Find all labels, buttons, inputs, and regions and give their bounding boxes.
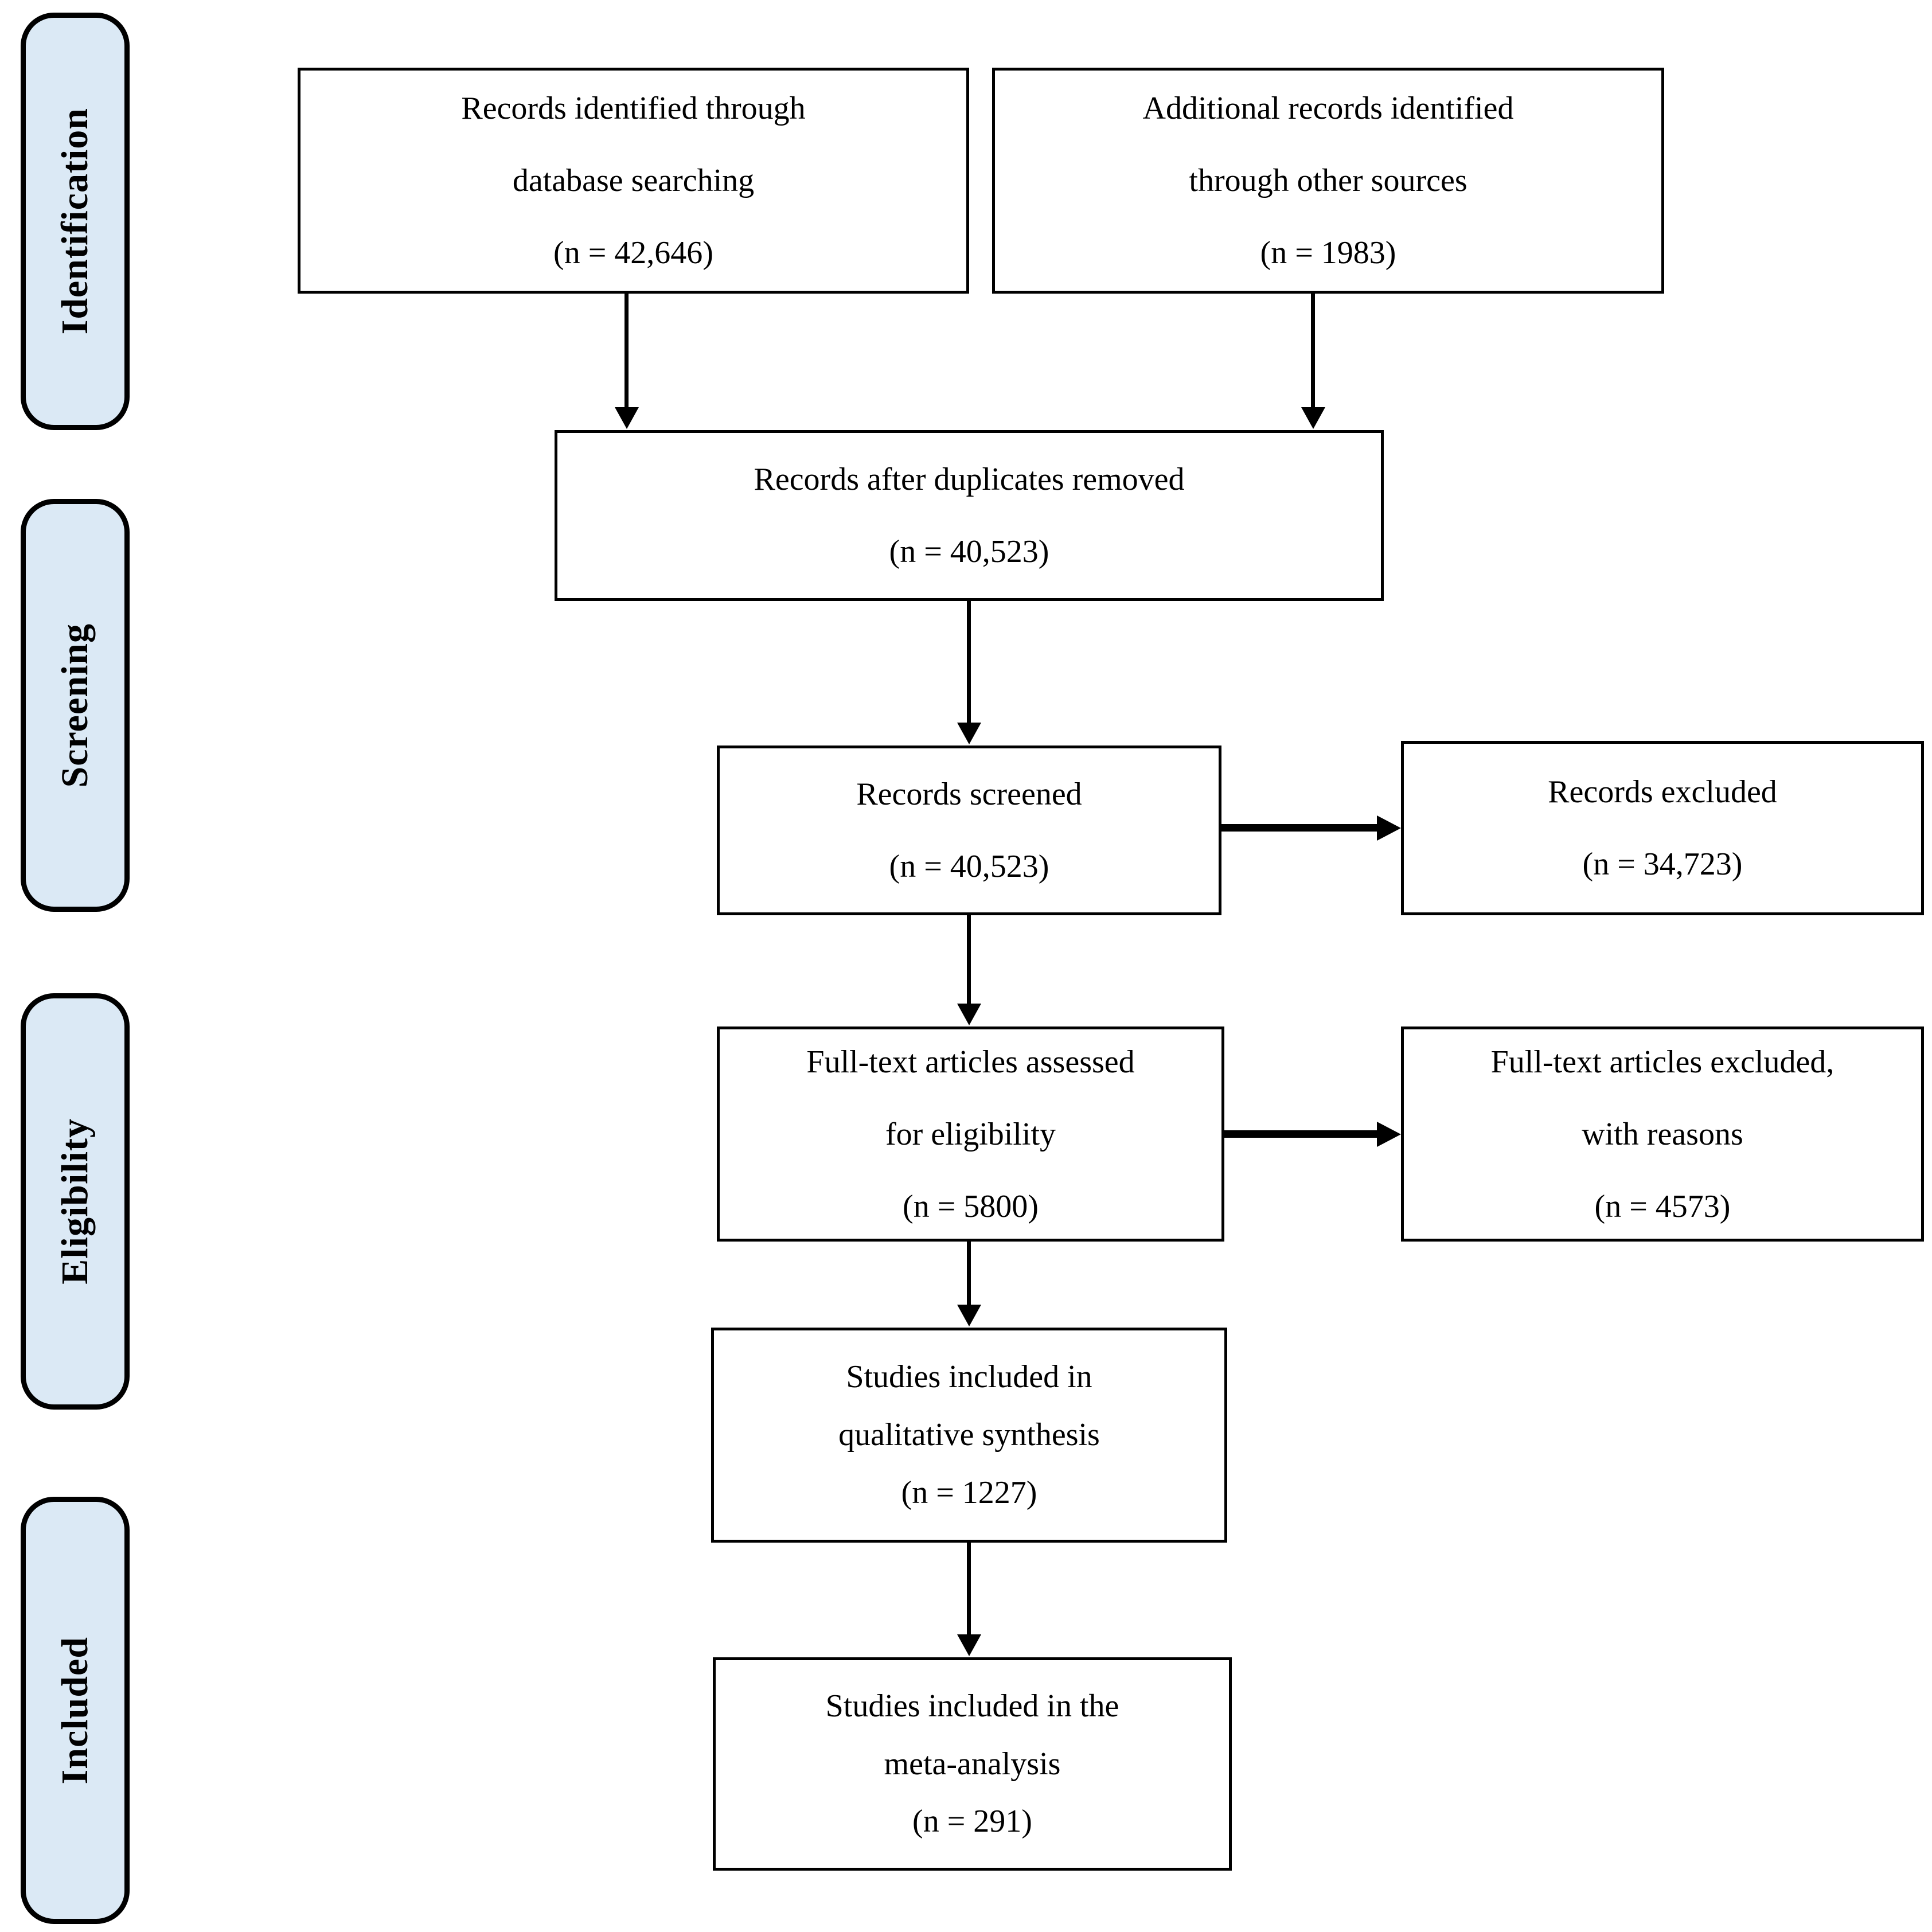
box-qualitative-synthesis-line2: qualitative synthesis (838, 1417, 1100, 1453)
stage-screening-label: Screening (54, 623, 96, 788)
stage-identification: Identification (21, 13, 130, 430)
box-duplicates-removed-line1: Records after duplicates removed (754, 462, 1185, 497)
box-records-identified-line2: database searching (512, 163, 755, 198)
box-records-screened: Records screened (n = 40,523) (717, 746, 1221, 915)
stage-eligibility-label: Eligibility (54, 1118, 96, 1285)
box-additional-records: Additional records identified through ot… (992, 68, 1664, 294)
box-meta-analysis-count: (n = 291) (912, 1804, 1032, 1840)
box-qualitative-synthesis-line1: Studies included in (846, 1359, 1092, 1395)
stage-identification-label: Identification (54, 108, 96, 335)
box-records-screened-line1: Records screened (856, 776, 1082, 812)
box-records-excluded-line1: Records excluded (1548, 774, 1777, 810)
box-records-screened-count: (n = 40,523) (889, 849, 1049, 884)
box-fulltext-excluded-line2: with reasons (1582, 1116, 1743, 1152)
box-meta-analysis-line1: Studies included in the (825, 1688, 1119, 1724)
box-records-identified-count: (n = 42,646) (553, 235, 713, 271)
arrow-screened-to-fulltext (957, 915, 981, 1025)
arrow-additional-to-duplicates (1301, 294, 1325, 429)
box-fulltext-excluded-line1: Full-text articles excluded, (1490, 1044, 1835, 1080)
box-additional-records-count: (n = 1983) (1260, 235, 1396, 271)
box-fulltext-assessed: Full-text articles assessed for eligibil… (717, 1027, 1224, 1242)
box-duplicates-removed-count: (n = 40,523) (889, 534, 1049, 569)
box-fulltext-excluded: Full-text articles excluded, with reason… (1401, 1027, 1924, 1242)
box-records-excluded: Records excluded (n = 34,723) (1401, 741, 1924, 915)
stage-screening: Screening (21, 499, 130, 912)
box-fulltext-assessed-count: (n = 5800) (903, 1188, 1039, 1224)
box-meta-analysis-line2: meta-analysis (884, 1746, 1061, 1782)
arrow-qualitative-to-meta (957, 1543, 981, 1656)
box-duplicates-removed: Records after duplicates removed (n = 40… (555, 430, 1384, 601)
arrow-duplicates-to-screened (957, 601, 981, 744)
stage-included-label: Included (54, 1636, 96, 1785)
arrow-identified-to-duplicates (614, 294, 639, 429)
stage-included: Included (21, 1497, 130, 1924)
box-qualitative-synthesis-count: (n = 1227) (901, 1474, 1037, 1511)
box-records-excluded-count: (n = 34,723) (1582, 846, 1743, 882)
box-fulltext-excluded-count: (n = 4573) (1594, 1188, 1731, 1224)
box-fulltext-assessed-line1: Full-text articles assessed (806, 1044, 1135, 1080)
arrow-fulltext-to-excluded (1224, 1121, 1401, 1147)
arrow-screened-to-excluded (1221, 815, 1401, 841)
box-meta-analysis: Studies included in the meta-analysis (n… (713, 1657, 1232, 1871)
arrow-fulltext-to-qualitative (957, 1242, 981, 1326)
box-additional-records-line1: Additional records identified (1142, 91, 1514, 126)
box-fulltext-assessed-line2: for eligibility (885, 1116, 1056, 1152)
box-qualitative-synthesis: Studies included in qualitative synthesi… (711, 1328, 1227, 1543)
box-additional-records-line2: through other sources (1189, 163, 1467, 198)
box-records-identified-line1: Records identified through (461, 91, 806, 126)
stage-eligibility: Eligibility (21, 993, 130, 1410)
box-records-identified: Records identified through database sear… (298, 68, 969, 294)
